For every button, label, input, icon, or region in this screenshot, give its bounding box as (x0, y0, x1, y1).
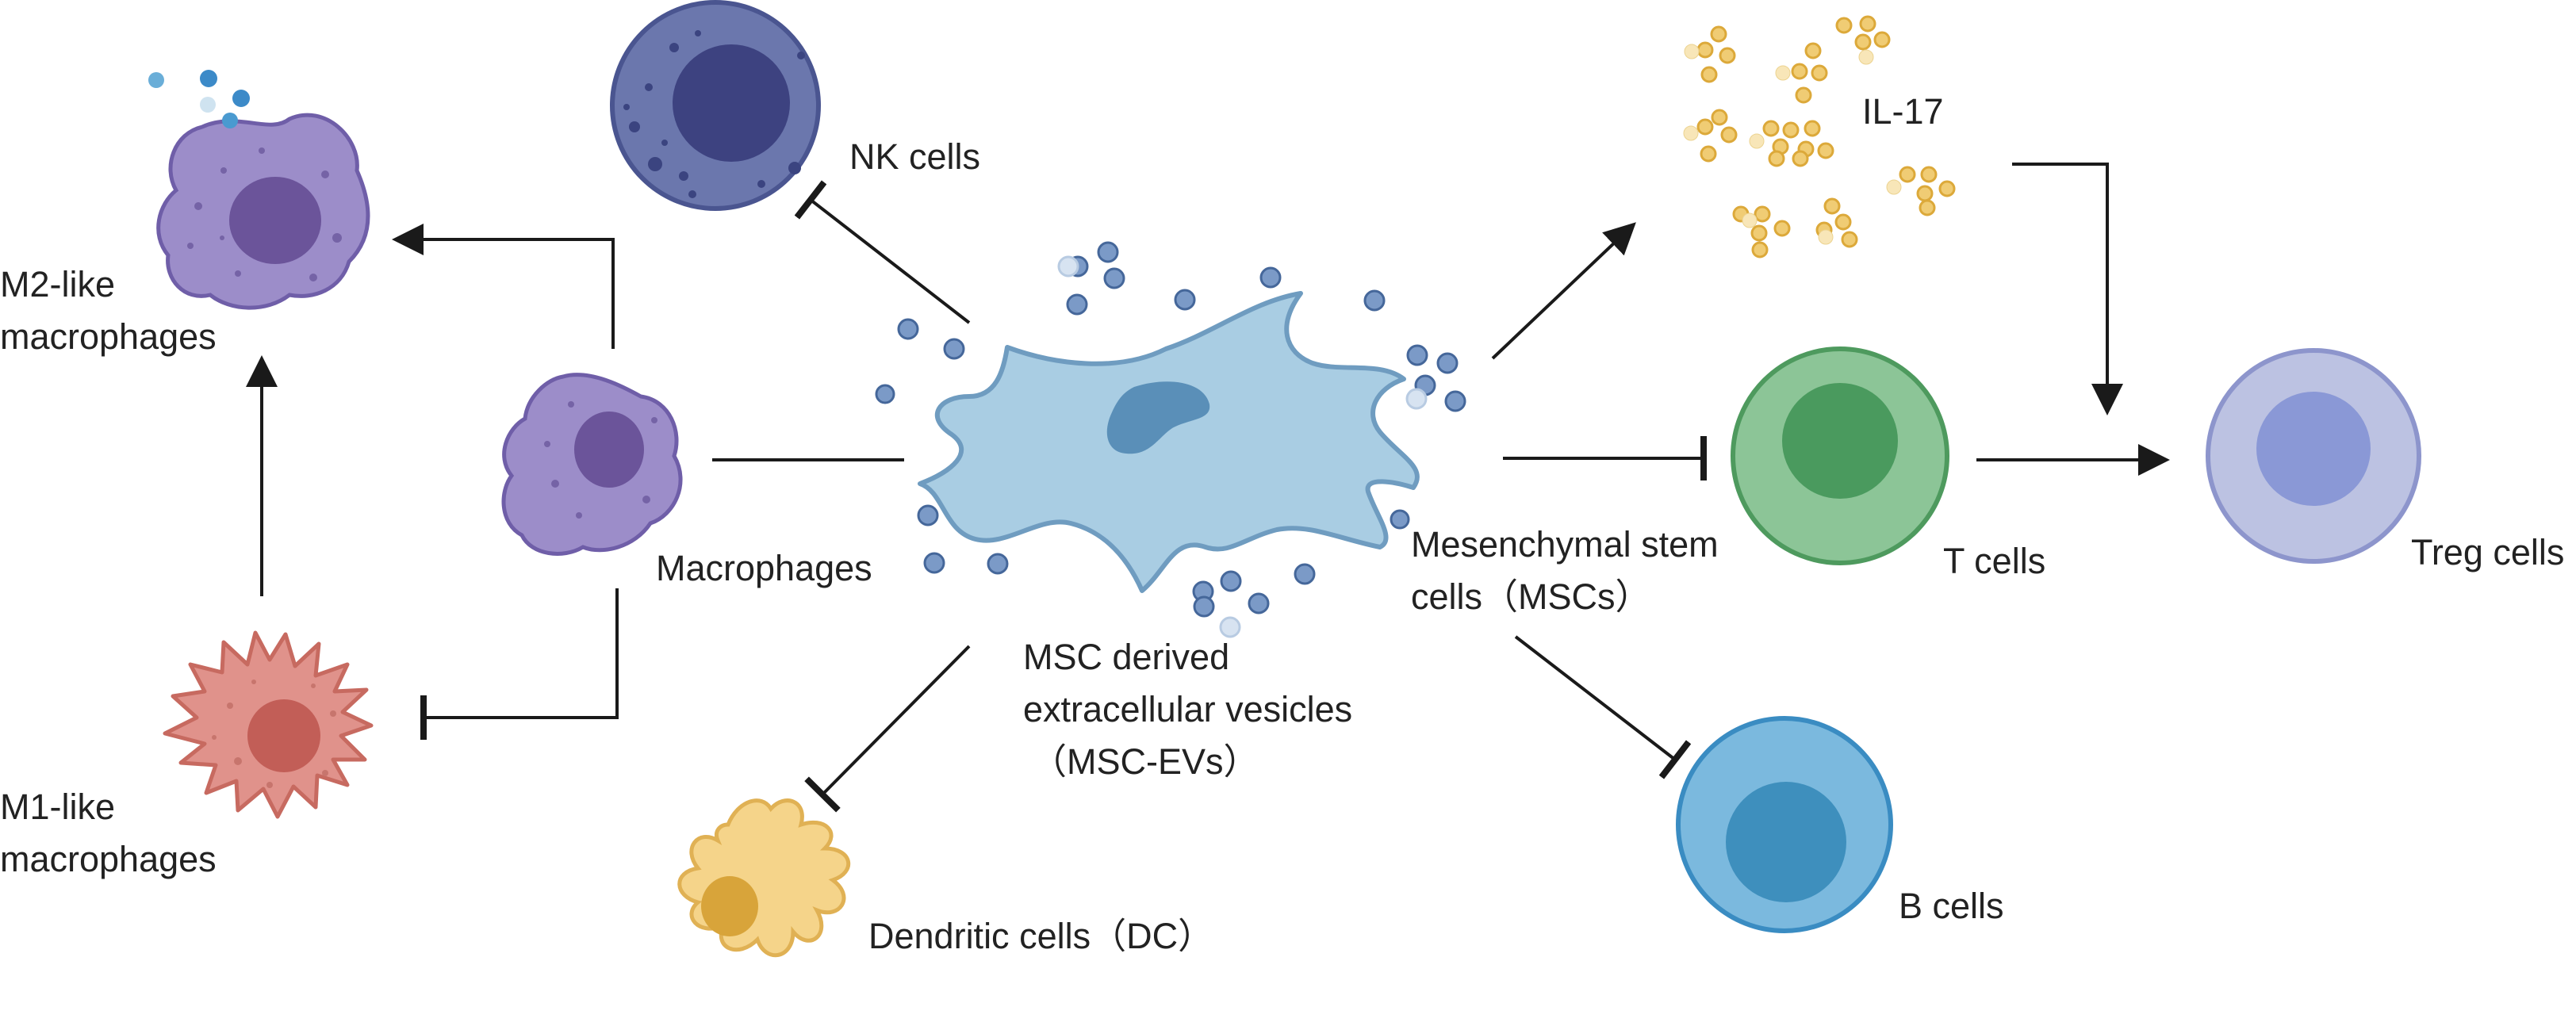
connectors (246, 163, 2170, 813)
msc-ev-label-line2: extracellular vesicles (1023, 689, 1353, 729)
arrow-macrophages-to-m2 (392, 224, 615, 349)
msc-label-line2: cells（MSCs） (1411, 576, 1651, 617)
arrow-msc-to-il17 (1491, 222, 1636, 360)
b-cells-label: B cells (1899, 886, 2004, 926)
msc-ev-vesicles-faded (1057, 255, 1428, 638)
m1-label-line1: M1-like (0, 787, 116, 827)
msc-ev-label: MSC derived extracellular vesicles （MSC-… (1023, 631, 1352, 788)
macrophage (501, 373, 683, 556)
m2-macrophages-label: M2-like macrophages (0, 258, 217, 363)
inhibit-mscev-to-dc (804, 645, 971, 813)
il17-particles (1696, 15, 1956, 258)
msc-label-line1: Mesenchymal stem (1411, 524, 1719, 565)
nk-cells-label: NK cells (849, 136, 981, 177)
m2-vesicles (148, 70, 250, 128)
msc-cell (918, 291, 1420, 593)
m1-macrophage (163, 630, 374, 819)
dendritic-cell (677, 798, 851, 958)
msc-label: Mesenchymal stem cells（MSCs） (1411, 519, 1719, 623)
il17-label: IL-17 (1862, 91, 1944, 132)
nk-cell (610, 0, 821, 211)
m2-label-line2: macrophages (0, 316, 217, 357)
m1-label-line2: macrophages (0, 839, 217, 879)
treg-cell (2206, 348, 2421, 564)
m2-macrophage (148, 70, 370, 310)
msc-ev-label-line3: （MSC-EVs） (1031, 741, 1259, 782)
inhibit-macrophages-to-m1 (420, 588, 619, 740)
dendritic-cells-label: Dendritic cells（DC） (868, 916, 1214, 956)
m2-label-line1: M2-like (0, 264, 116, 304)
t-cells-label: T cells (1943, 541, 2046, 581)
il17-particles-faded (1683, 44, 1902, 245)
macrophages-label: Macrophages (656, 548, 872, 588)
inhibit-mscev-to-nk (794, 180, 971, 324)
msc-ev-label-line1: MSC derived (1023, 637, 1230, 677)
msc-ev-vesicles (875, 241, 1466, 618)
m1-macrophages-label: M1-like macrophages (0, 781, 217, 886)
treg-cells-label: Treg cells (2411, 532, 2565, 572)
t-cell (1731, 346, 1949, 565)
arrow-il17-to-treg (2012, 163, 2123, 415)
inhibit-msc-to-bcells (1514, 635, 1692, 779)
b-cell (1676, 716, 1893, 933)
